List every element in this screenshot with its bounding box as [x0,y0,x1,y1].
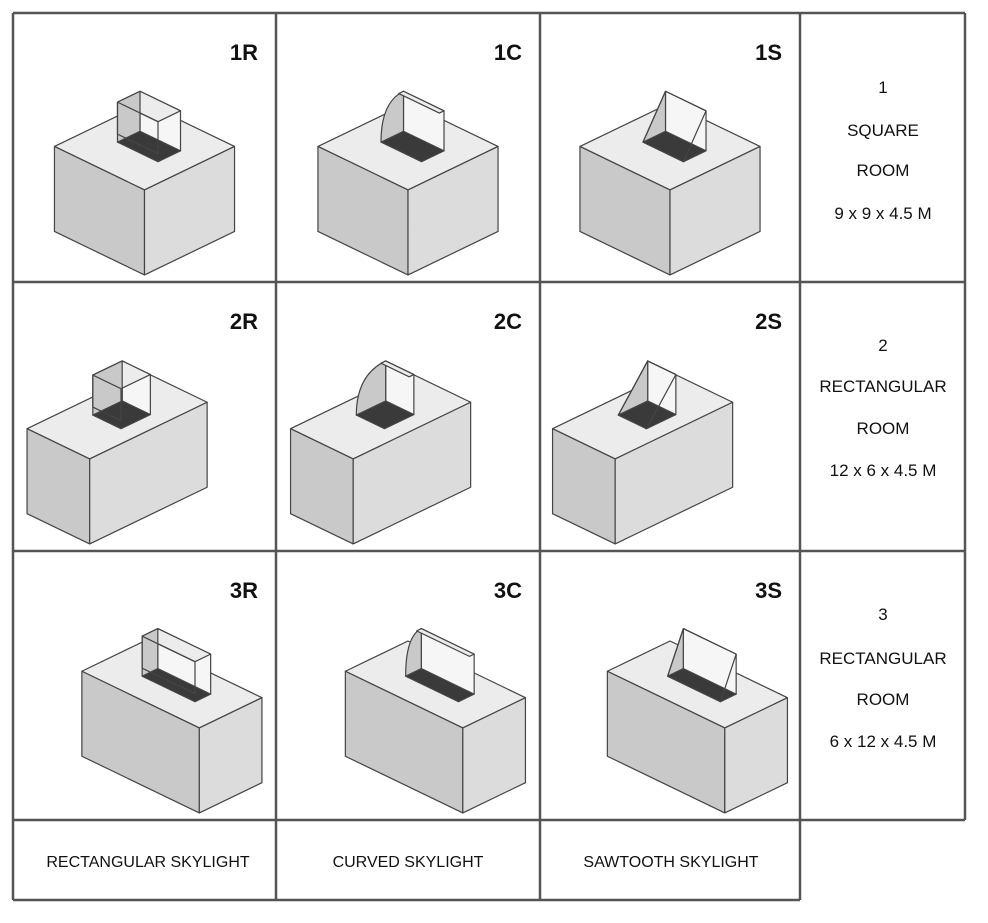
column-labels: RECTANGULAR SKYLIGHT CURVED SKYLIGHT SAW… [46,854,758,871]
room-models [26,90,789,814]
room-model-1R [53,90,236,276]
skylight-curved-side [405,627,422,677]
column-label-rectangular: RECTANGULAR SKYLIGHT [46,854,250,871]
row-line: 9 x 9 x 4.5 M [834,204,931,223]
cell-label-2R: 2R [230,309,258,334]
front-right-wall [89,401,208,545]
room-model-3S [606,627,789,814]
skylight-frame [116,101,159,155]
room-model-3C [344,627,527,814]
skylight-cap [416,627,475,657]
row-line: 6 x 12 x 4.5 M [830,732,937,751]
row-line: SQUARE [847,121,919,140]
room-model-2R [26,360,208,545]
cell-label-1C: 1C [494,40,522,65]
room-model-1S [579,90,761,276]
row-line: RECTANGULAR [819,377,946,396]
cell-label-1S: 1S [755,40,782,65]
skylight-frame [92,374,122,422]
row-line: ROOM [857,161,910,180]
skylight-slope [667,627,737,703]
skylight-frame [141,635,196,695]
cell-label-3R: 3R [230,578,258,603]
cell-label-3C: 3C [494,578,522,603]
front-right-wall [407,145,499,276]
cell-label-2S: 2S [755,309,782,334]
row-description-1: 1 SQUARE ROOM 9 x 9 x 4.5 M [834,78,931,223]
row-line: ROOM [857,419,910,438]
front-right-wall [198,697,263,814]
room-model-3R [81,627,263,814]
column-label-curved: CURVED SKYLIGHT [333,854,484,871]
skylight-slope [642,90,707,163]
skylight-cap [398,90,445,114]
cell-label-2C: 2C [494,309,522,334]
row-number: 2 [878,336,887,355]
row-descriptions: 1 SQUARE ROOM 9 x 9 x 4.5 M 2 RECTANGULA… [819,78,946,751]
row-line: RECTANGULAR [819,649,946,668]
row-line: ROOM [857,690,910,709]
column-label-sawtooth: SAWTOOTH SKYLIGHT [583,854,758,871]
front-right-wall [462,697,527,814]
front-right-wall [669,145,761,276]
room-model-1C [317,90,499,276]
front-right-wall [143,145,236,276]
front-right-wall [724,697,789,814]
cell-label-3S: 3S [755,578,782,603]
skylight-cap [380,360,415,378]
row-description-2: 2 RECTANGULAR ROOM 12 x 6 x 4.5 M [819,336,946,480]
skylight-slope [617,360,677,430]
room-model-2C [289,360,472,545]
row-description-3: 3 RECTANGULAR ROOM 6 x 12 x 4.5 M [819,605,946,751]
front-right-wall [352,401,472,545]
row-line: 12 x 6 x 4.5 M [830,461,937,480]
cell-labels: 1R 1C 1S 2R 2C 2S 3R 3C 3S [230,40,782,603]
cell-label-1R: 1R [230,40,258,65]
row-number: 1 [878,78,887,97]
row-number: 3 [878,605,887,624]
front-right-wall [614,401,734,545]
grid [11,11,967,902]
room-model-2S [551,360,734,545]
